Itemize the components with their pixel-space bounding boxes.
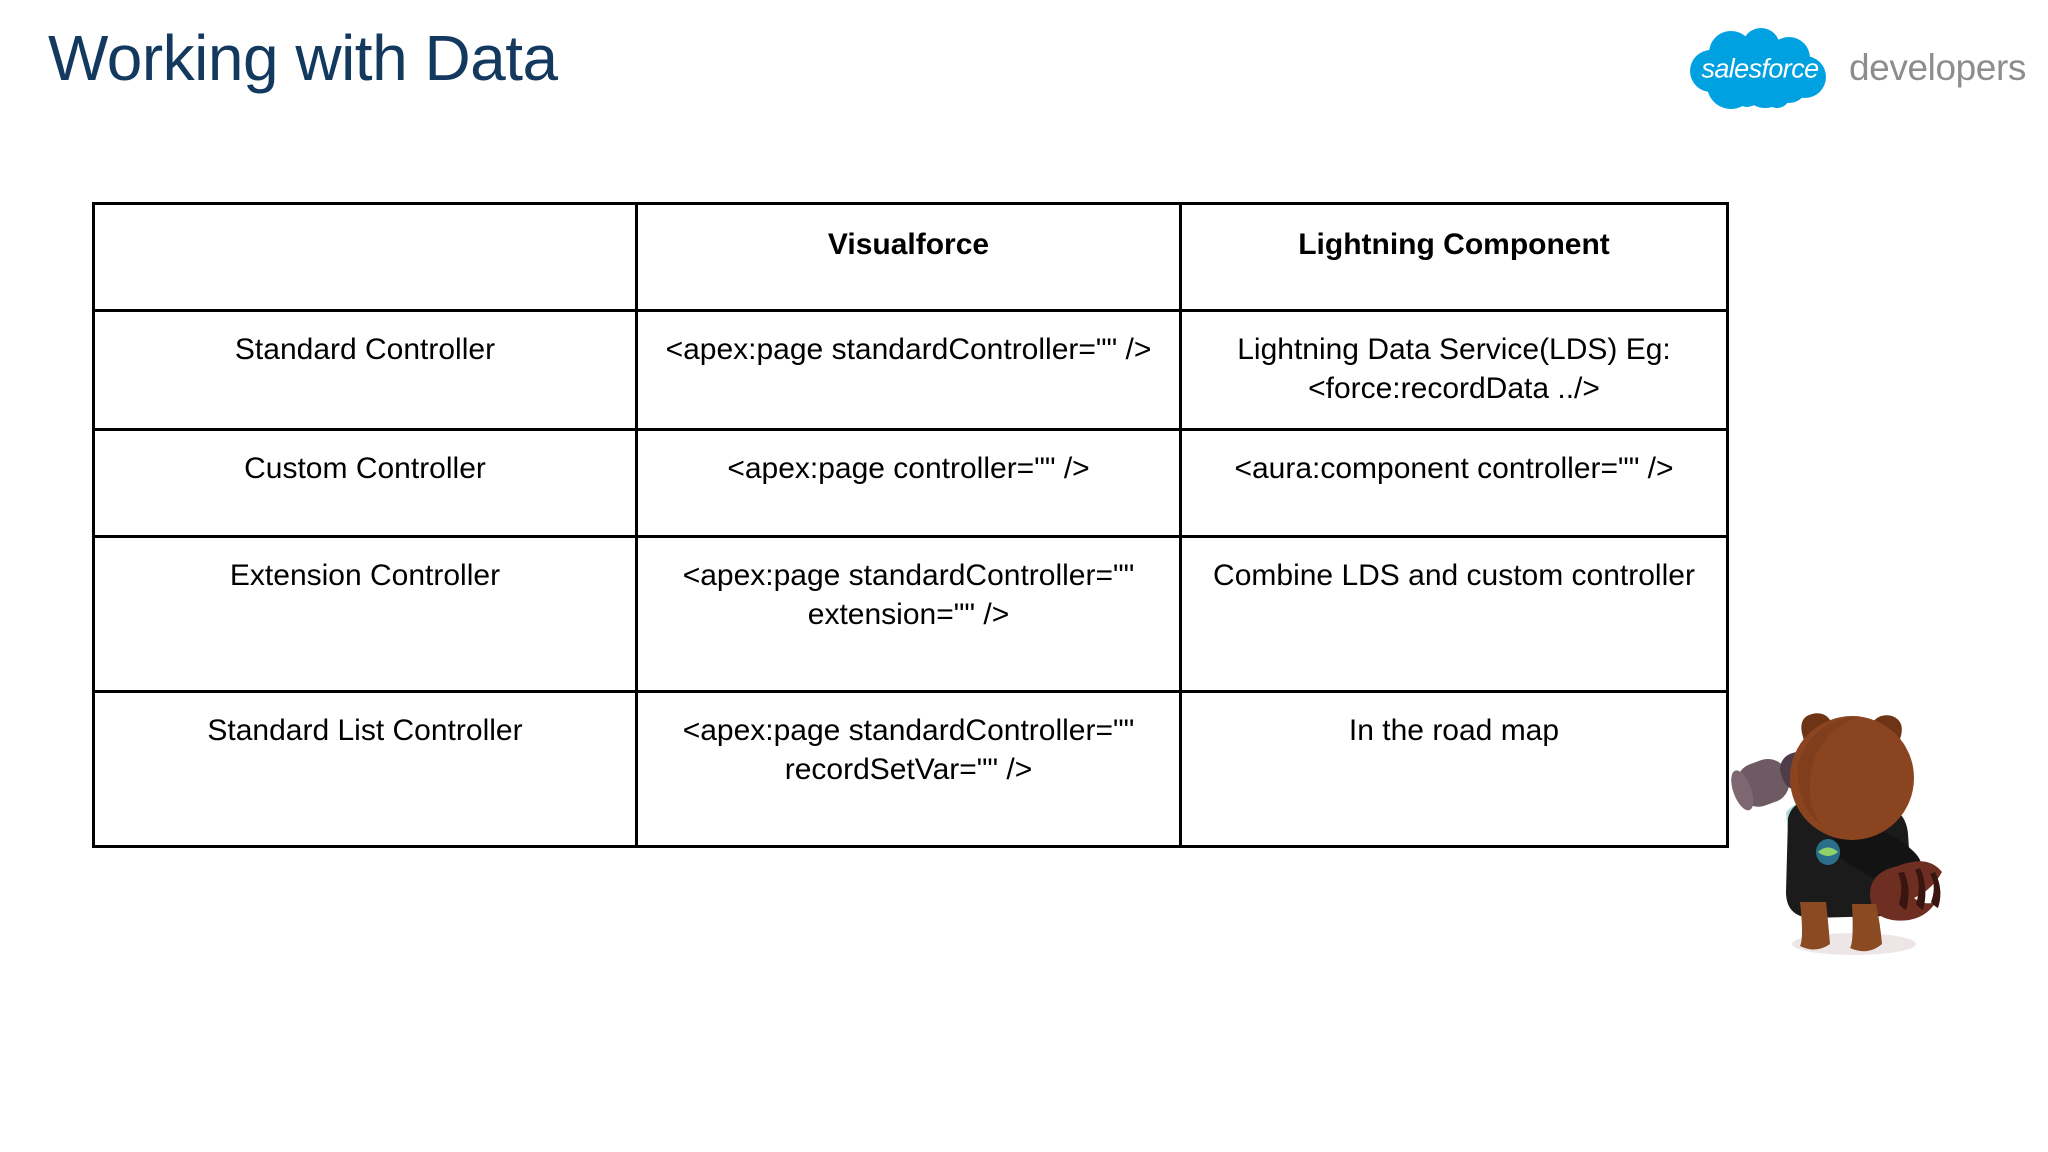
table-header-lightning-component: Lightning Component <box>1179 202 1729 312</box>
row-label-standard-list-controller: Standard List Controller <box>92 690 638 848</box>
salesforce-cloud-icon: salesforce <box>1685 27 1835 111</box>
cell-lightning-standard-list-controller: In the road map <box>1179 690 1729 848</box>
cell-visualforce-standard-controller: <apex:page standardController="" /> <box>635 309 1182 431</box>
table-row: Custom Controller <apex:page controller=… <box>92 428 1729 538</box>
table-row: Standard Controller <apex:page standardC… <box>92 309 1729 431</box>
developers-wordmark: developers <box>1848 46 2026 88</box>
page-title: Working with Data <box>48 22 558 94</box>
row-label-extension-controller: Extension Controller <box>92 535 638 693</box>
cell-visualforce-extension-controller: <apex:page standardController="" extensi… <box>635 535 1182 693</box>
table-header-blank <box>92 202 638 312</box>
table-header-visualforce: Visualforce <box>635 202 1182 312</box>
cell-lightning-extension-controller: Combine LDS and custom controller <box>1179 535 1729 693</box>
codey-bear-mascot-icon <box>1728 706 1960 958</box>
controller-comparison-table: Visualforce Lightning Component Standard… <box>92 202 1729 848</box>
cell-visualforce-standard-list-controller: <apex:page standardController="" recordS… <box>635 690 1182 848</box>
row-label-custom-controller: Custom Controller <box>92 428 638 538</box>
row-label-standard-controller: Standard Controller <box>92 309 638 431</box>
salesforce-developers-logo: salesforce developers <box>1685 26 2026 112</box>
cell-lightning-custom-controller: <aura:component controller="" /> <box>1179 428 1729 538</box>
table-row: Extension Controller <apex:page standard… <box>92 535 1729 693</box>
table-header-row: Visualforce Lightning Component <box>92 202 1729 312</box>
cell-visualforce-custom-controller: <apex:page controller="" /> <box>635 428 1182 538</box>
table-row: Standard List Controller <apex:page stan… <box>92 690 1729 848</box>
cell-lightning-standard-controller: Lightning Data Service(LDS) Eg: <force:r… <box>1179 309 1729 431</box>
